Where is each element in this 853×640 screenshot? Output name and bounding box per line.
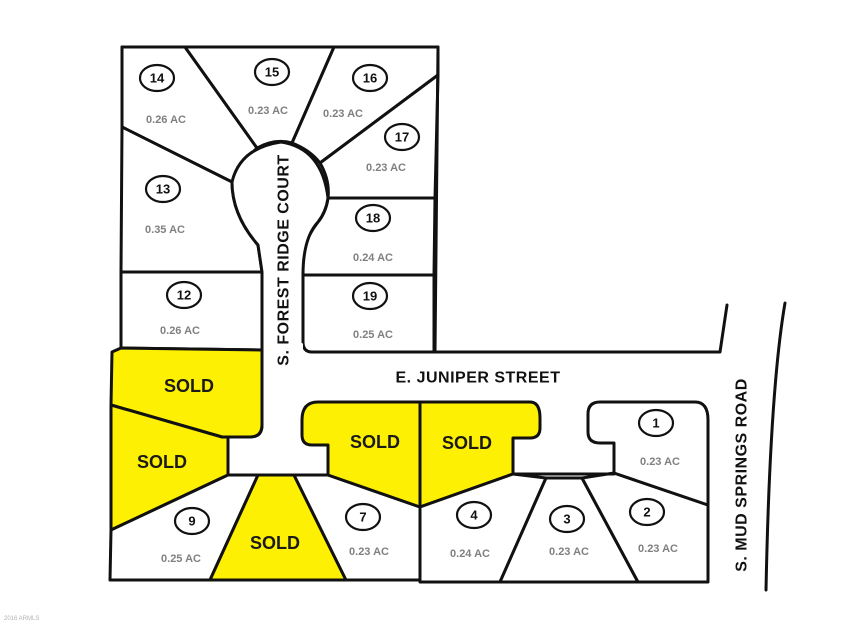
svg-text:0.35 AC: 0.35 AC bbox=[145, 224, 185, 236]
lot-18-label: 18 0.24 AC bbox=[353, 203, 393, 264]
sold-label-juniper-left: SOLD bbox=[350, 432, 400, 452]
svg-text:18: 18 bbox=[366, 211, 380, 226]
svg-text:0.25 AC: 0.25 AC bbox=[353, 329, 393, 341]
lot-2-label: 2 0.23 AC bbox=[628, 497, 678, 555]
svg-text:9: 9 bbox=[188, 514, 195, 529]
svg-text:3: 3 bbox=[563, 512, 570, 527]
svg-text:0.23 AC: 0.23 AC bbox=[366, 162, 406, 174]
svg-text:14: 14 bbox=[150, 71, 165, 86]
street-label-forest-ridge-court: S. FOREST RIDGE COURT bbox=[276, 154, 293, 365]
svg-text:0.26 AC: 0.26 AC bbox=[146, 114, 186, 126]
svg-text:0.23 AC: 0.23 AC bbox=[323, 108, 363, 120]
svg-text:15: 15 bbox=[265, 65, 279, 80]
lot-12-label: 12 0.26 AC bbox=[160, 280, 203, 337]
juniper-north-edge bbox=[310, 303, 729, 354]
north-boundary bbox=[120, 45, 440, 354]
lot-17-label: 17 0.23 AC bbox=[366, 122, 421, 174]
svg-text:0.26 AC: 0.26 AC bbox=[160, 325, 200, 337]
watermark: 2016 ARMLS bbox=[4, 616, 40, 622]
svg-text:7: 7 bbox=[359, 510, 366, 525]
svg-text:0.23 AC: 0.23 AC bbox=[638, 543, 678, 555]
cul-de-sac-edge bbox=[230, 140, 330, 352]
sold-label-west-upper: SOLD bbox=[164, 376, 214, 396]
mud-springs-road-edge bbox=[764, 301, 787, 592]
lot-7-label: 7 0.23 AC bbox=[344, 502, 389, 558]
svg-text:17: 17 bbox=[395, 130, 409, 145]
svg-text:0.23 AC: 0.23 AC bbox=[349, 546, 389, 558]
street-label-mud-springs-road: S. MUD SPRINGS ROAD bbox=[734, 378, 751, 572]
sold-lot-juniper-right[interactable] bbox=[418, 400, 542, 509]
lot-4-label: 4 0.24 AC bbox=[450, 500, 493, 560]
sold-label-south-center: SOLD bbox=[250, 533, 300, 553]
svg-text:19: 19 bbox=[363, 289, 377, 304]
forest-ridge-west-edge bbox=[226, 358, 330, 477]
lot-9-label: 9 0.25 AC bbox=[161, 506, 211, 565]
lot-19-label: 19 0.25 AC bbox=[351, 281, 393, 341]
sold-label-west-lower: SOLD bbox=[137, 452, 187, 472]
svg-text:0.24 AC: 0.24 AC bbox=[450, 548, 490, 560]
svg-text:12: 12 bbox=[177, 288, 191, 303]
svg-text:0.23 AC: 0.23 AC bbox=[640, 456, 680, 468]
svg-text:0.23 AC: 0.23 AC bbox=[549, 546, 589, 558]
svg-text:0.23 AC: 0.23 AC bbox=[248, 105, 288, 117]
lot-14-label: 14 0.26 AC bbox=[138, 63, 186, 126]
lot-15-label: 15 0.23 AC bbox=[248, 57, 291, 117]
lot-13-label: 13 0.35 AC bbox=[144, 174, 185, 236]
sold-label-juniper-right: SOLD bbox=[442, 433, 492, 453]
lot-1-label: 1 0.23 AC bbox=[637, 408, 680, 468]
street-label-juniper-street: E. JUNIPER STREET bbox=[396, 370, 561, 387]
sold-lot-juniper-left[interactable] bbox=[300, 400, 422, 509]
svg-text:0.25 AC: 0.25 AC bbox=[161, 553, 201, 565]
forest-ridge-court-road bbox=[232, 142, 328, 360]
lot-1[interactable] bbox=[586, 400, 710, 507]
lot-16-label: 16 0.23 AC bbox=[323, 63, 389, 120]
svg-text:13: 13 bbox=[156, 182, 170, 197]
svg-text:2: 2 bbox=[643, 505, 650, 520]
svg-text:0.24 AC: 0.24 AC bbox=[353, 252, 393, 264]
svg-text:4: 4 bbox=[470, 508, 478, 523]
svg-text:1: 1 bbox=[652, 416, 659, 431]
svg-text:16: 16 bbox=[363, 71, 377, 86]
lot-3-label: 3 0.23 AC bbox=[548, 504, 589, 558]
